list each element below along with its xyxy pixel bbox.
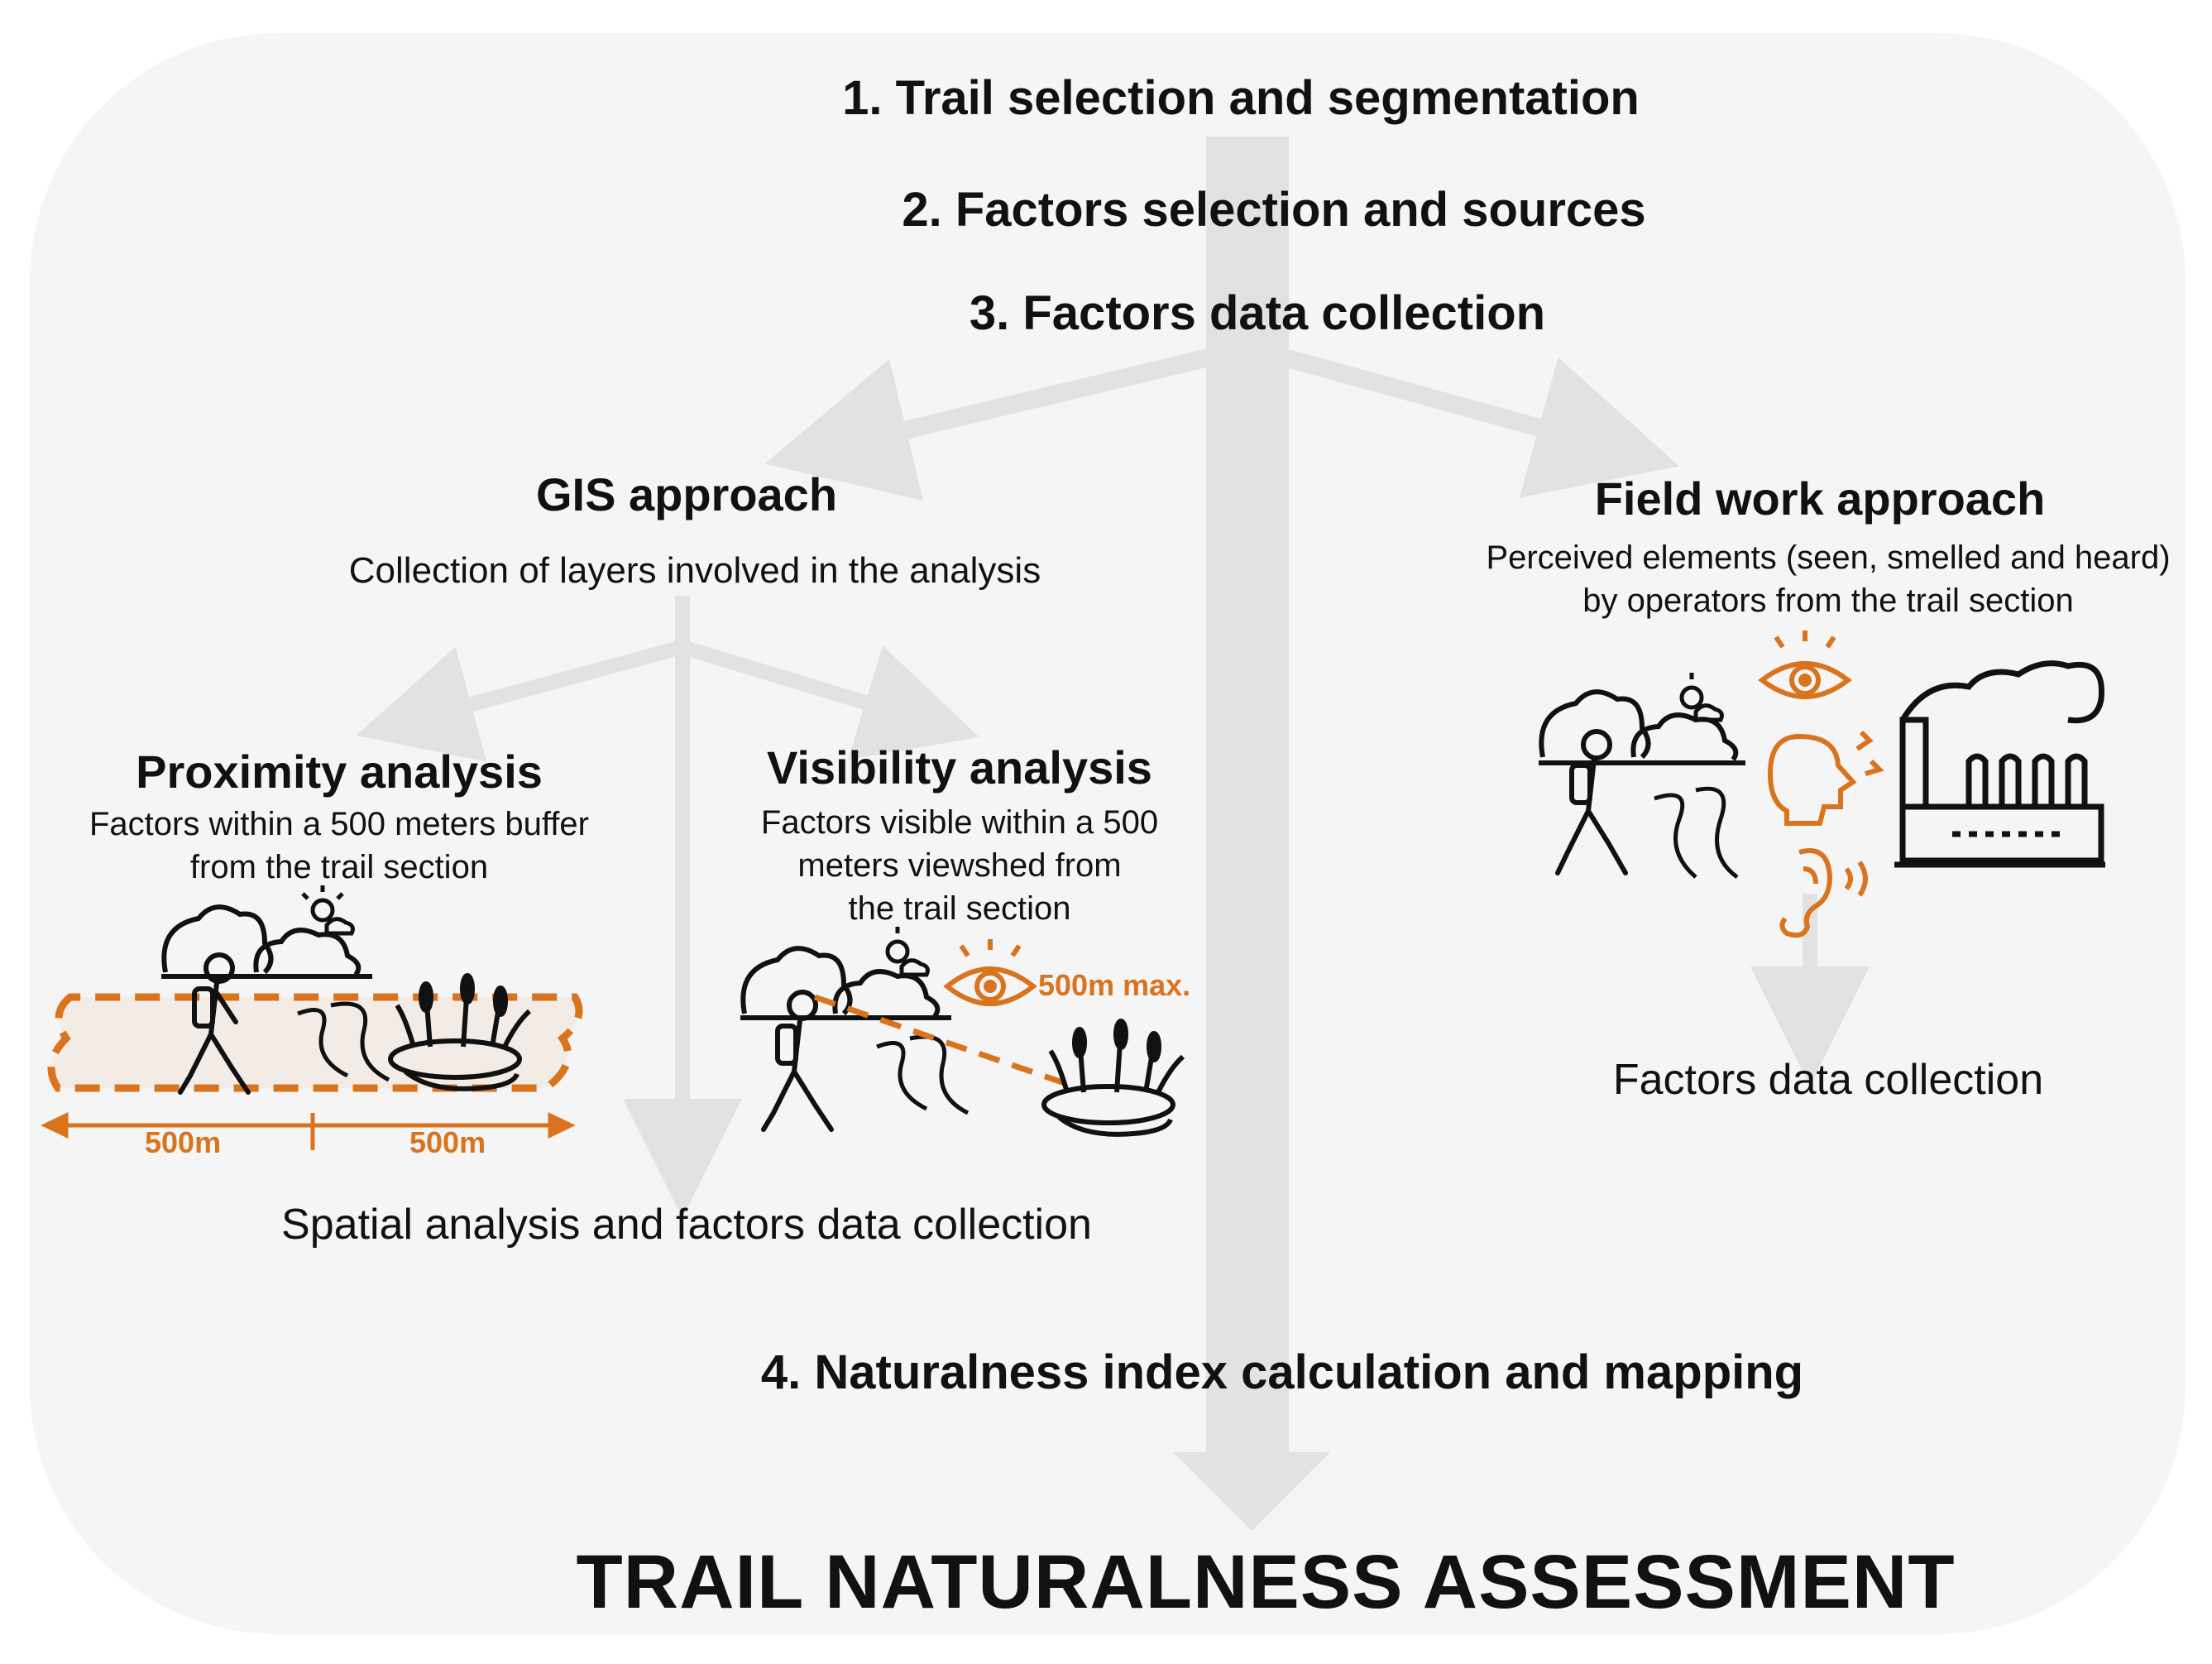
visibility-line-1: Factors visible within a 500 xyxy=(760,804,1159,841)
step-4-label: 4. Naturalness index calculation and map… xyxy=(760,1345,1804,1399)
gis-arrows xyxy=(356,596,979,1218)
wetland-reeds-icon xyxy=(388,973,532,1091)
step-2-label: 2. Factors selection and sources xyxy=(902,183,1646,237)
factory-icon xyxy=(1894,660,2105,868)
proximity-title: Proximity analysis xyxy=(136,746,543,798)
wetland-reeds-icon xyxy=(1041,1019,1185,1137)
main-flow-arrow xyxy=(1173,137,1330,1531)
visibility-title: Visibility analysis xyxy=(767,741,1152,794)
final-assessment-title: TRAIL NATURALNESS ASSESSMENT xyxy=(576,1540,1956,1624)
eye-icon xyxy=(943,939,1037,1006)
bush-icon xyxy=(740,946,951,1020)
field-result-label: Factors data collection xyxy=(1612,1056,2044,1104)
hiker-icon xyxy=(1555,729,1628,875)
trail-path-icon xyxy=(297,1001,390,1082)
ear-icon xyxy=(1779,848,1868,938)
trail-path-icon xyxy=(1654,786,1739,880)
proximity-line-1: Factors within a 500 meters buffer xyxy=(89,806,589,842)
proximity-line-2: from the trail section xyxy=(189,849,489,885)
branch-arrows xyxy=(764,347,1679,501)
hiker-icon xyxy=(178,952,251,1095)
field-approach-line-2: by operators from the trail section xyxy=(1582,583,2074,619)
hiker-icon xyxy=(761,990,834,1132)
proximity-distance-right: 500m xyxy=(409,1125,486,1159)
field-approach-line-1: Perceived elements (seen, smelled and he… xyxy=(1486,539,2171,576)
proximity-buffer xyxy=(47,993,583,1092)
bush-icon xyxy=(161,904,372,979)
visibility-line-2: meters viewshed from xyxy=(797,847,1122,884)
gis-approach-description: Collection of layers involved in the ana… xyxy=(348,550,1041,591)
step-3-label: 3. Factors data collection xyxy=(969,286,1546,340)
eye-icon xyxy=(1758,631,1852,699)
field-approach-title: Field work approach xyxy=(1594,472,2046,525)
proximity-distance-left: 500m xyxy=(145,1125,222,1159)
proximity-scale xyxy=(41,1112,576,1150)
sun-cloud-icon xyxy=(301,885,355,936)
step-1-label: 1. Trail selection and segmentation xyxy=(842,71,1640,125)
gis-approach-title: GIS approach xyxy=(535,468,838,520)
sun-cloud-icon xyxy=(1679,673,1724,722)
nose-smell-icon xyxy=(1767,730,1884,826)
visibility-max-distance: 500m max. xyxy=(1038,968,1191,1002)
visibility-line-3: the trail section xyxy=(848,890,1071,927)
gis-result-label: Spatial analysis and factors data collec… xyxy=(281,1201,1092,1249)
sun-cloud-icon xyxy=(885,927,930,977)
sight-line xyxy=(813,994,1069,1087)
